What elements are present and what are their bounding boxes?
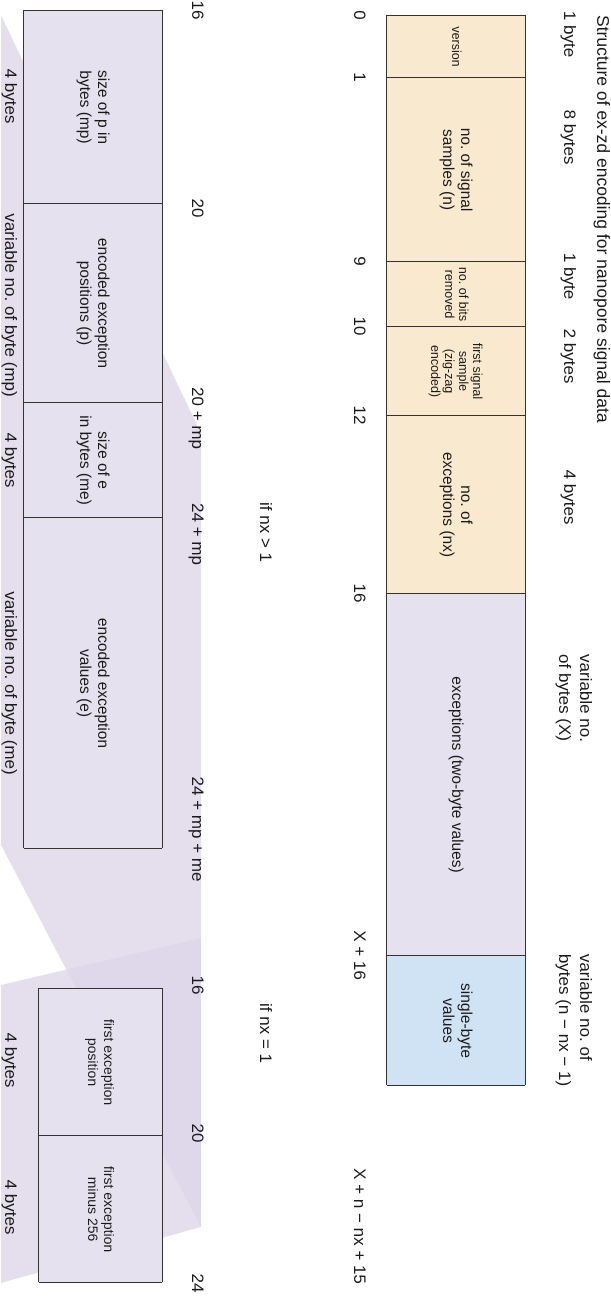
main-structure-bar: version no. of signal samples (n) no. of…	[386, 15, 526, 1086]
diagram-title: Structure of ex-zd encoding for nanopore…	[593, 15, 611, 423]
size-label-samples: 8 bytes	[560, 109, 579, 165]
single-offset-20: 20	[188, 1123, 207, 1143]
multi-offset-24-mp-me: 24 + mp + me	[188, 776, 207, 882]
size-label-exception-count: 4 bytes	[560, 469, 579, 525]
multi-size-positions: variable no. of byte (mp)	[1, 213, 20, 397]
size-label-exceptions: variable no. of bytes (X)	[554, 654, 595, 742]
offset-9: 9	[350, 256, 369, 266]
cell-bits-removed: no. of bits removed	[387, 262, 525, 327]
offset-0: 0	[350, 10, 369, 20]
cell-signal-samples: no. of signal samples (n)	[387, 78, 525, 262]
single-size-position: 4 bytes	[1, 1032, 20, 1088]
size-label-version: 1 byte	[560, 10, 579, 58]
size-label-first-sample: 2 bytes	[560, 328, 579, 384]
multi-size-e: 4 bytes	[1, 432, 20, 488]
offset-x-plus-16: X + 16	[350, 930, 369, 980]
cell-size-of-e: size of e in bytes (me)	[24, 403, 162, 518]
cell-first-sample: first signal sample (zig-zag encoded)	[387, 327, 525, 416]
cell-first-exception-minus-256: first exception minus 256	[39, 1136, 162, 1283]
condition-single-exception: if nx = 1	[256, 1002, 275, 1064]
multi-offset-16: 16	[188, 0, 207, 20]
cell-size-of-p: size of p in bytes (mp)	[24, 11, 162, 204]
single-exception-bar: first exception position first exception…	[38, 988, 163, 1283]
cell-first-exception-position: first exception position	[39, 989, 162, 1136]
size-label-single-byte: variable no. of bytes (n − nx − 1)	[554, 953, 595, 1087]
single-offset-16: 16	[188, 975, 207, 995]
multi-offset-20-mp: 20 + mp	[188, 387, 207, 449]
offset-end: X + n − nx + 15	[350, 1168, 369, 1284]
cell-exception-count: no. of exceptions (nx)	[387, 416, 525, 594]
multi-offset-20: 20	[188, 198, 207, 218]
offset-1: 1	[350, 72, 369, 82]
single-size-minus-256: 4 bytes	[1, 1179, 20, 1235]
multi-offset-24-mp: 24 + mp	[188, 503, 207, 565]
multi-exception-bar: size of p in bytes (mp) encoded exceptio…	[23, 10, 163, 849]
multi-size-values: variable no. of byte (me)	[1, 591, 20, 775]
cell-exceptions-two-byte: exceptions (two-byte values)	[387, 594, 525, 956]
cell-exception-values: encoded exception values (e)	[24, 518, 162, 849]
cell-single-byte-values: single-byte values	[387, 956, 525, 1086]
offset-12: 12	[350, 405, 369, 425]
single-offset-24: 24	[188, 1273, 207, 1293]
size-label-bits-removed: 1 byte	[560, 252, 579, 300]
offset-10: 10	[350, 316, 369, 336]
cell-version: version	[387, 16, 525, 78]
offset-16: 16	[350, 583, 369, 603]
condition-multiple-exceptions: if nx > 1	[256, 501, 275, 563]
multi-size-p: 4 bytes	[1, 68, 20, 124]
cell-exception-positions: encoded exception positions (p)	[24, 204, 162, 403]
